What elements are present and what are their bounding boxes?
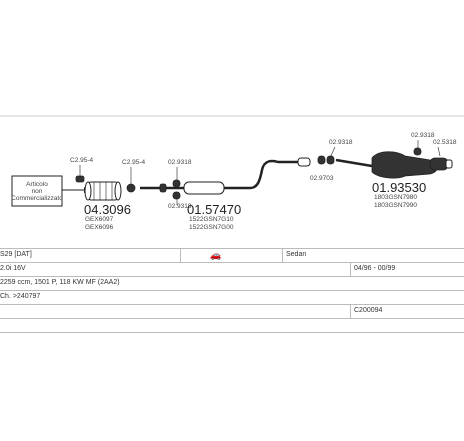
part-code-main: 01.57470 — [187, 202, 241, 217]
part-code: C2.95-4 — [70, 157, 94, 164]
part-code: 02.5318 — [433, 139, 457, 146]
part-code-main: 04.3096 — [84, 202, 131, 217]
clamp-icon — [413, 147, 422, 156]
part-code: 02.9318 — [329, 139, 353, 146]
clamp-icon — [172, 191, 181, 200]
part-code-main: 01.93530 — [372, 180, 426, 195]
part-code: 02.9318 — [168, 203, 192, 210]
clamp-icon — [172, 179, 181, 188]
specs-text: 2259 ccm, 1501 P, 118 KW MF (2AA2) — [0, 279, 120, 286]
sedan-car-icon: 🚗 — [210, 250, 222, 260]
clamp-icon — [317, 155, 326, 165]
not-sold-line2: non — [32, 188, 43, 195]
part-sub-code: GEX6096 — [85, 224, 114, 231]
part-sub-code: 1522GSN7G10 — [189, 216, 234, 223]
part-code: 02.9318 — [411, 132, 435, 139]
model-text: S29 [DAT] — [0, 251, 32, 258]
part-sub-code: 1803GSN7980 — [374, 194, 417, 201]
engine-text: 2.0i 16V — [0, 265, 26, 272]
gasket-icon — [126, 183, 136, 193]
not-sold-line1: Articolo — [26, 181, 48, 188]
chassis-text: Ch. >240797 — [0, 293, 41, 300]
rear-silencer-part — [371, 151, 453, 179]
middle-silencer-part — [176, 181, 225, 195]
not-sold-line3: Commercializzato — [11, 195, 63, 202]
part-sub-code: 1522GSN7G00 — [189, 224, 234, 231]
part-code: C2.95-4 — [122, 159, 146, 166]
not-sold-box — [11, 175, 63, 207]
body-type-text: Sedan — [286, 251, 307, 258]
part-sub-code: GEX6097 — [85, 216, 114, 223]
years-text: 04/96 - 00/99 — [354, 265, 396, 272]
clamp-icon — [326, 155, 335, 165]
part-sub-code: 1803GSN7990 — [374, 202, 417, 209]
part-code: 02.9703 — [310, 175, 334, 182]
part-code: 02.9318 — [168, 159, 192, 166]
catalog-code-text: C200094 — [354, 307, 383, 314]
clamp-icon — [75, 175, 85, 183]
catalytic-converter-part — [84, 181, 122, 201]
